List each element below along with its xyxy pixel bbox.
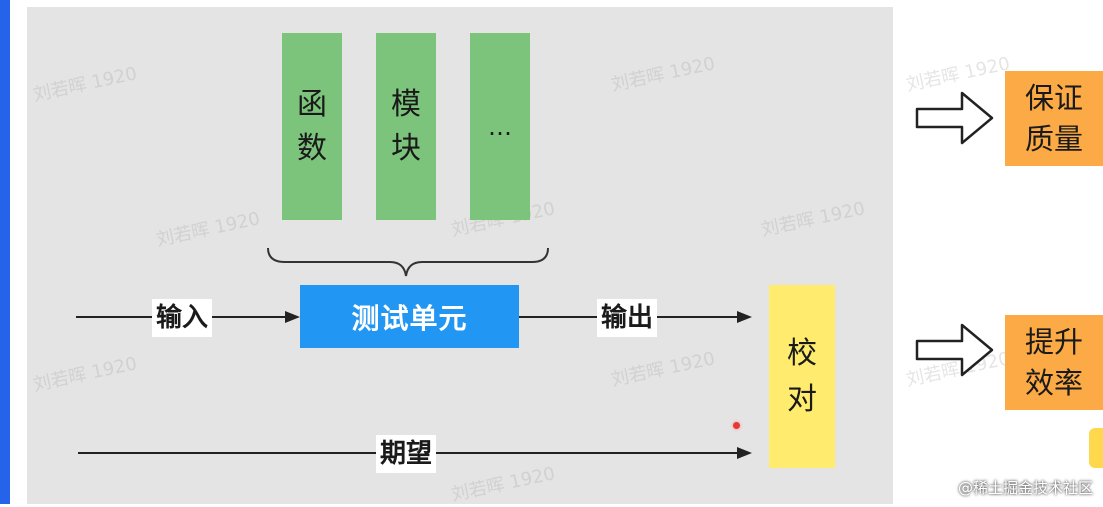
result-line: 提升 [1024, 324, 1083, 359]
input-label: 输入 [152, 299, 213, 337]
check-char: 校 [787, 335, 817, 371]
source-badge: @稀土掘金技术社区 [957, 479, 1093, 497]
output-arrow-head [737, 311, 752, 323]
result-line: 质量 [1024, 121, 1083, 156]
test-unit-label: 测试单元 [351, 301, 468, 335]
pointer-dot [733, 422, 740, 429]
output-label: 输出 [597, 299, 658, 337]
module-ellipsis: … [488, 112, 512, 141]
module-char: 块 [391, 130, 421, 166]
module-box-more: … [470, 33, 530, 220]
input-arrow-head [285, 311, 300, 323]
edge-decoration [1089, 428, 1103, 468]
result-quality-box: 保证 质量 [1005, 71, 1103, 166]
result-efficiency-box: 提升 效率 [1005, 315, 1103, 410]
hollow-arrow-icon [915, 323, 994, 377]
check-box: 校 对 [769, 285, 835, 468]
module-box-module: 模 块 [376, 33, 436, 220]
module-box-function: 函 数 [282, 33, 342, 220]
check-char: 对 [787, 381, 817, 417]
slide-canvas [27, 7, 893, 504]
module-char: 数 [297, 130, 327, 166]
module-char: 函 [297, 86, 327, 122]
hollow-arrow-icon [915, 91, 994, 145]
left-accent-bar [0, 0, 10, 504]
brace [267, 247, 549, 277]
expect-arrow-head [737, 447, 752, 459]
test-unit-box: 测试单元 [300, 285, 519, 348]
expect-label: 期望 [376, 435, 437, 473]
result-line: 保证 [1024, 80, 1083, 115]
module-char: 模 [391, 86, 421, 122]
result-line: 效率 [1024, 365, 1083, 400]
